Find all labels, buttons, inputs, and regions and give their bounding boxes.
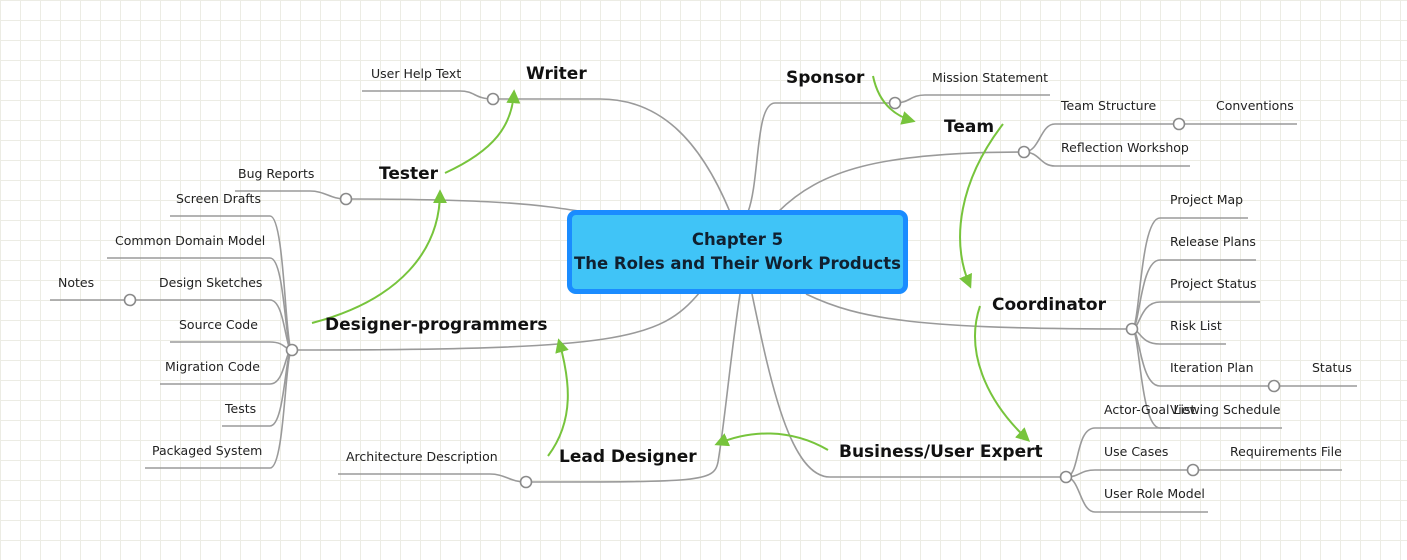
branch-sponsor: [747, 102, 895, 213]
product-packaged-system[interactable]: Packaged System: [152, 443, 262, 458]
relationship-arrows: [311, 75, 1031, 457]
lead-designer-subtopics: [338, 473, 527, 483]
branch-designer-programmers: [291, 291, 701, 351]
product-architecture-description[interactable]: Architecture Description: [346, 449, 498, 464]
collapse-knob-sponsor[interactable]: [888, 96, 902, 110]
product-project-status[interactable]: Project Status: [1170, 276, 1257, 291]
role-sponsor[interactable]: Sponsor: [786, 68, 865, 88]
role-team[interactable]: Team: [944, 117, 994, 137]
role-labels: Writer Tester Designer-programmers Lead …: [325, 64, 1107, 467]
collapse-knob-business-user-expert[interactable]: [1059, 470, 1073, 484]
branch-business-user-expert: [751, 293, 1066, 478]
product-design-sketches[interactable]: Design Sketches: [159, 275, 262, 290]
product-bug-reports[interactable]: Bug Reports: [238, 166, 314, 181]
branch-tester: [345, 198, 586, 213]
collapse-knob-design-sketches[interactable]: [123, 293, 137, 307]
role-business-user-expert[interactable]: Business/User Expert: [839, 442, 1043, 462]
central-topic-line2: The Roles and Their Work Products: [574, 254, 901, 273]
product-user-help-text[interactable]: User Help Text: [371, 66, 461, 81]
product-team-structure[interactable]: Team Structure: [1060, 98, 1156, 113]
coordinator-subtopics: [1131, 217, 1357, 429]
product-actor-goal-list[interactable]: Actor-Goal List: [1104, 402, 1195, 417]
role-lead-designer[interactable]: Lead Designer: [559, 447, 697, 467]
collapse-knob-team[interactable]: [1017, 145, 1031, 159]
collapse-knob-designer-programmers[interactable]: [285, 343, 299, 357]
product-screen-drafts[interactable]: Screen Drafts: [176, 191, 261, 206]
main-branches: [291, 98, 1133, 483]
product-reflection-workshop[interactable]: Reflection Workshop: [1061, 140, 1189, 155]
product-source-code[interactable]: Source Code: [179, 317, 258, 332]
collapse-knob-lead-designer[interactable]: [519, 475, 533, 489]
collapse-knob-use-cases[interactable]: [1186, 463, 1200, 477]
rel-sponsor-to-team: [872, 75, 916, 125]
role-designer-programmers[interactable]: Designer-programmers: [325, 315, 548, 335]
product-mission-statement[interactable]: Mission Statement: [932, 70, 1048, 85]
branch-team: [777, 151, 1025, 213]
rel-business-expert-to-lead-designer: [714, 432, 829, 451]
rel-designers-to-tester: [311, 189, 447, 324]
product-iteration-plan[interactable]: Iteration Plan: [1170, 360, 1254, 375]
rel-coordinator-to-business-expert: [974, 305, 1031, 442]
designer-programmers-subtopics: [50, 215, 293, 469]
sponsor-subtopics: [894, 94, 1050, 104]
product-risk-list[interactable]: Risk List: [1170, 318, 1222, 333]
collapse-knob-tester[interactable]: [339, 192, 353, 206]
product-status[interactable]: Status: [1312, 360, 1352, 375]
rel-team-to-coordinator: [959, 123, 1004, 289]
product-use-cases[interactable]: Use Cases: [1104, 444, 1168, 459]
role-tester[interactable]: Tester: [379, 164, 439, 184]
central-topic-line1: Chapter 5: [691, 230, 784, 249]
collapse-knob-team-structure[interactable]: [1172, 117, 1186, 131]
branch-lead-designer: [525, 293, 741, 483]
product-user-role-model[interactable]: User Role Model: [1104, 486, 1205, 501]
branch-writer: [493, 98, 731, 213]
writer-subtopics: [362, 90, 494, 100]
product-notes[interactable]: Notes: [58, 275, 94, 290]
collapse-knob-iteration-plan[interactable]: [1267, 379, 1281, 393]
product-project-map[interactable]: Project Map: [1170, 192, 1243, 207]
central-topic[interactable]: Chapter 5 The Roles and Their Work Produ…: [567, 210, 908, 294]
product-migration-code[interactable]: Migration Code: [165, 359, 260, 374]
product-release-plans[interactable]: Release Plans: [1170, 234, 1256, 249]
product-viewing-schedule[interactable]: Viewing Schedule: [1170, 402, 1281, 417]
product-common-domain-model[interactable]: Common Domain Model: [115, 233, 265, 248]
rel-tester-to-writer: [444, 89, 521, 174]
branch-coordinator: [805, 293, 1133, 330]
collapse-knobs[interactable]: [123, 92, 1281, 489]
product-tests[interactable]: Tests: [224, 401, 256, 416]
product-conventions[interactable]: Conventions: [1216, 98, 1294, 113]
work-product-labels: User Help Text Bug Reports Screen Drafts…: [58, 66, 1352, 501]
collapse-knob-coordinator[interactable]: [1125, 322, 1139, 336]
role-coordinator[interactable]: Coordinator: [992, 295, 1107, 315]
rel-lead-designer-to-designers: [547, 338, 569, 457]
collapse-knob-writer[interactable]: [486, 92, 500, 106]
role-writer[interactable]: Writer: [526, 64, 587, 84]
product-requirements-file[interactable]: Requirements File: [1230, 444, 1342, 459]
